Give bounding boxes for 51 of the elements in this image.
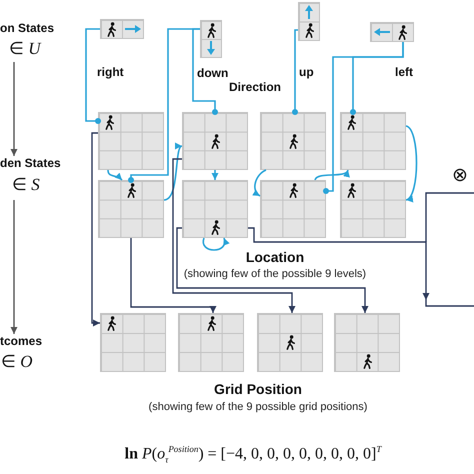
position-grid (334, 313, 400, 372)
location-grid (98, 180, 164, 238)
arrow (130, 238, 216, 313)
arrow (212, 170, 218, 180)
location-grid (340, 180, 406, 238)
position-grid (257, 313, 323, 372)
direction-tile (200, 20, 222, 58)
direction-tile (298, 2, 320, 41)
arrow (176, 227, 368, 313)
location-grid (260, 180, 326, 238)
connector-line (323, 42, 404, 194)
location-grid (182, 180, 248, 238)
math-symbol: ∈ U (9, 38, 41, 59)
arrow (10, 62, 18, 156)
operator-symbol: ⊗ (452, 164, 468, 186)
heading: on States (0, 21, 54, 36)
arrow (252, 169, 266, 197)
direction-label: right (97, 65, 124, 80)
arrow (314, 170, 349, 180)
math-symbol: ∈ O (1, 351, 33, 372)
arrow (172, 158, 296, 313)
arrow (91, 132, 100, 326)
math-symbol: ∈ S (12, 174, 40, 195)
heading: Grid Position (214, 381, 302, 398)
arrow (164, 145, 182, 201)
heading: den States (0, 156, 61, 171)
arrow (248, 227, 430, 300)
heading: Location (246, 249, 304, 266)
connector-line (85, 28, 101, 124)
location-grid (340, 112, 406, 170)
caption-text: (showing few of the 9 possible grid positions) (148, 400, 368, 414)
direction-label: left (395, 65, 413, 80)
caption-text: (showing few of the possible 9 levels) (184, 267, 366, 281)
arrow (107, 170, 123, 181)
arrow (202, 238, 229, 251)
direction-tile (100, 19, 144, 39)
formula: ln P(o$_{τ}$$^{Position}$) = [−4, 0, 0, 0, 0, 0, 0, 0, 0]$^{T}$ (124, 443, 382, 467)
connector-line (292, 29, 298, 115)
position-grid (100, 313, 166, 372)
position-grid (178, 313, 244, 372)
location-grid (260, 112, 326, 170)
location-grid (98, 112, 164, 170)
direction-tile (370, 22, 414, 42)
arrow (406, 125, 418, 201)
heading: Direction (229, 80, 282, 95)
connector-line (192, 28, 218, 115)
direction-label: up (299, 65, 314, 80)
heading: tcomes (0, 334, 42, 349)
location-grid (182, 112, 248, 170)
arrow (10, 200, 18, 334)
direction-label: down (197, 66, 228, 81)
